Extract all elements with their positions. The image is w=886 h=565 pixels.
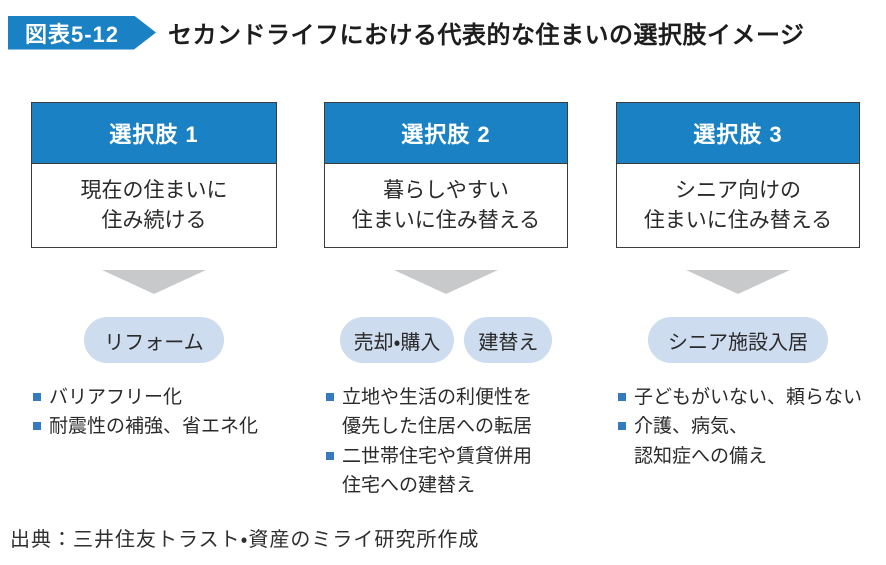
arrow-wrap-1	[31, 270, 277, 294]
option-header-2: 選択肢 2	[325, 103, 567, 163]
option-column-1: 選択肢 1 現在の住まいに 住み続ける リフォーム バリアフリー化 耐震性の補強…	[31, 102, 277, 442]
option-body-1: 現在の住まいに 住み続ける	[32, 163, 276, 247]
list-item: 立地や生活の利便性を 優先した住居への転居	[326, 383, 568, 442]
down-arrow-icon	[394, 270, 498, 294]
pill-rebuild: 建替え	[464, 317, 553, 363]
option-body-3: シニア向けの 住まいに住み替える	[617, 163, 859, 247]
list-item: 耐震性の補強、省エネ化	[33, 412, 277, 441]
bullet-square-icon	[326, 451, 334, 460]
option-body-2: 暮らしやすい 住まいに住み替える	[325, 163, 567, 247]
pill-senior-facility: シニア施設入居	[648, 317, 828, 363]
bullet-list-3: 子どもがいない、頼らない 介護、病気、 認知症への備え	[616, 383, 863, 471]
list-item: バリアフリー化	[33, 383, 277, 412]
bullet-square-icon	[618, 422, 626, 431]
bullet-text: 立地や生活の利便性を 優先した住居への転居	[342, 387, 533, 438]
bullet-square-icon	[33, 422, 41, 431]
bullet-text: 子どもがいない、頼らない	[634, 387, 863, 408]
down-arrow-icon	[686, 270, 790, 294]
option-column-3: 選択肢 3 シニア向けの 住まいに住み替える シニア施設入居 子どもがいない、頼…	[616, 102, 863, 471]
option-column-2: 選択肢 2 暮らしやすい 住まいに住み替える 売却・購入 建替え 立地や生活の利…	[324, 102, 568, 501]
option-card-1: 選択肢 1 現在の住まいに 住み続ける	[31, 102, 277, 248]
source-credit: 出典：三井住友トラスト・資産のミライ研究所作成	[10, 529, 480, 551]
bullet-list-1: バリアフリー化 耐震性の補強、省エネ化	[31, 383, 277, 442]
pill-row-2: 売却・購入 建替え	[324, 317, 568, 363]
bullet-text: 介護、病気、 認知症への備え	[634, 416, 768, 467]
arrow-wrap-2	[324, 270, 568, 294]
down-arrow-icon	[102, 270, 206, 294]
pill-sell-buy: 売却・購入	[339, 317, 455, 363]
pill-row-1: リフォーム	[31, 317, 277, 363]
figure-title-row: 図表5-12 セカンドライフにおける代表的な住まいの選択肢イメージ	[8, 15, 805, 50]
bullet-square-icon	[618, 393, 626, 401]
option-card-2: 選択肢 2 暮らしやすい 住まいに住み替える	[324, 102, 568, 248]
list-item: 子どもがいない、頼らない	[618, 383, 863, 412]
bullet-text: バリアフリー化	[49, 387, 183, 408]
bullet-square-icon	[33, 393, 41, 401]
option-card-3: 選択肢 3 シニア向けの 住まいに住み替える	[616, 102, 860, 248]
bullet-list-2: 立地や生活の利便性を 優先した住居への転居 二世帯住宅や賃貸併用 住宅への建替え	[324, 383, 568, 501]
pill-row-3: シニア施設入居	[616, 317, 860, 363]
arrow-wrap-3	[616, 270, 860, 294]
option-header-1: 選択肢 1	[32, 103, 276, 163]
list-item: 二世帯住宅や賃貸併用 住宅への建替え	[326, 442, 568, 501]
option-header-3: 選択肢 3	[617, 103, 859, 163]
figure-title: セカンドライフにおける代表的な住まいの選択肢イメージ	[168, 22, 805, 49]
list-item: 介護、病気、 認知症への備え	[618, 412, 860, 471]
bullet-text: 二世帯住宅や賃貸併用 住宅への建替え	[342, 445, 533, 497]
figure-number-badge: 図表5-12	[8, 16, 156, 50]
bullet-text: 耐震性の補強、省エネ化	[49, 416, 259, 438]
pill-reform: リフォーム	[84, 317, 224, 363]
bullet-square-icon	[326, 393, 334, 401]
